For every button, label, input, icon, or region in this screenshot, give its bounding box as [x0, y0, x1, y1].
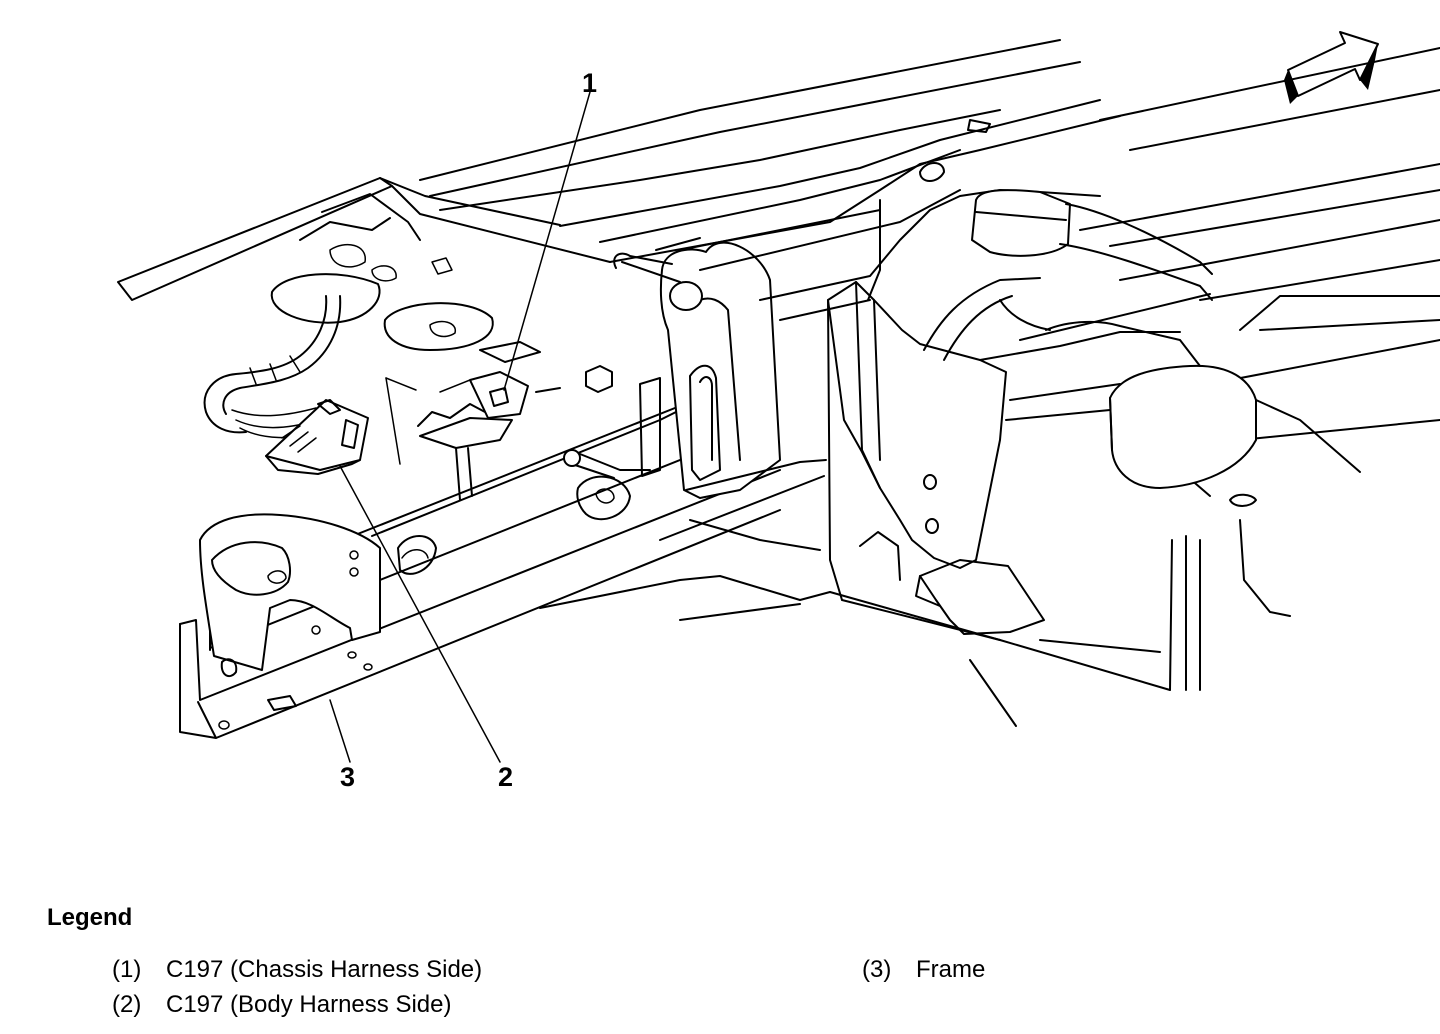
rear-crossmember	[923, 189, 1440, 691]
harness-connector-diagram: 1 2 3	[117, 31, 1440, 792]
legend-item-number: (2)	[112, 991, 142, 1018]
chassis-harness-connector	[417, 371, 529, 501]
frame-mount-bolt	[535, 365, 661, 521]
frame-crossmember	[827, 281, 1045, 641]
legend-item-text: Frame	[916, 956, 986, 983]
legend-item: (1) C197 (Chassis Harness Side)	[112, 956, 482, 984]
body-harness-connector	[265, 399, 369, 475]
legend-item-text: C197 (Chassis Harness Side)	[166, 956, 483, 983]
legend-item-number: (1)	[112, 956, 142, 983]
leader-lines	[329, 91, 591, 763]
body-floor-panel	[117, 177, 611, 363]
legend-item-number: (3)	[862, 956, 892, 983]
underbody-panel	[539, 519, 1171, 727]
legend-title: Legend	[47, 904, 133, 931]
upper-floor-structure	[419, 39, 1440, 441]
callout-2: 2	[498, 762, 513, 792]
body-mount-bracket	[613, 237, 827, 541]
legend-item: (3) Frame	[862, 956, 985, 984]
callout-1: 1	[582, 68, 597, 98]
legend-item-text: C197 (Body Harness Side)	[166, 991, 452, 1018]
arrow-right-up-icon	[1284, 31, 1379, 104]
legend-item: (2) C197 (Body Harness Side)	[112, 991, 451, 1019]
frame-rail	[179, 405, 781, 739]
callout-3: 3	[340, 762, 355, 792]
chassis-harness	[203, 295, 342, 439]
legend: Legend (1) C197 (Chassis Harness Side) (2…	[0, 880, 1440, 1034]
